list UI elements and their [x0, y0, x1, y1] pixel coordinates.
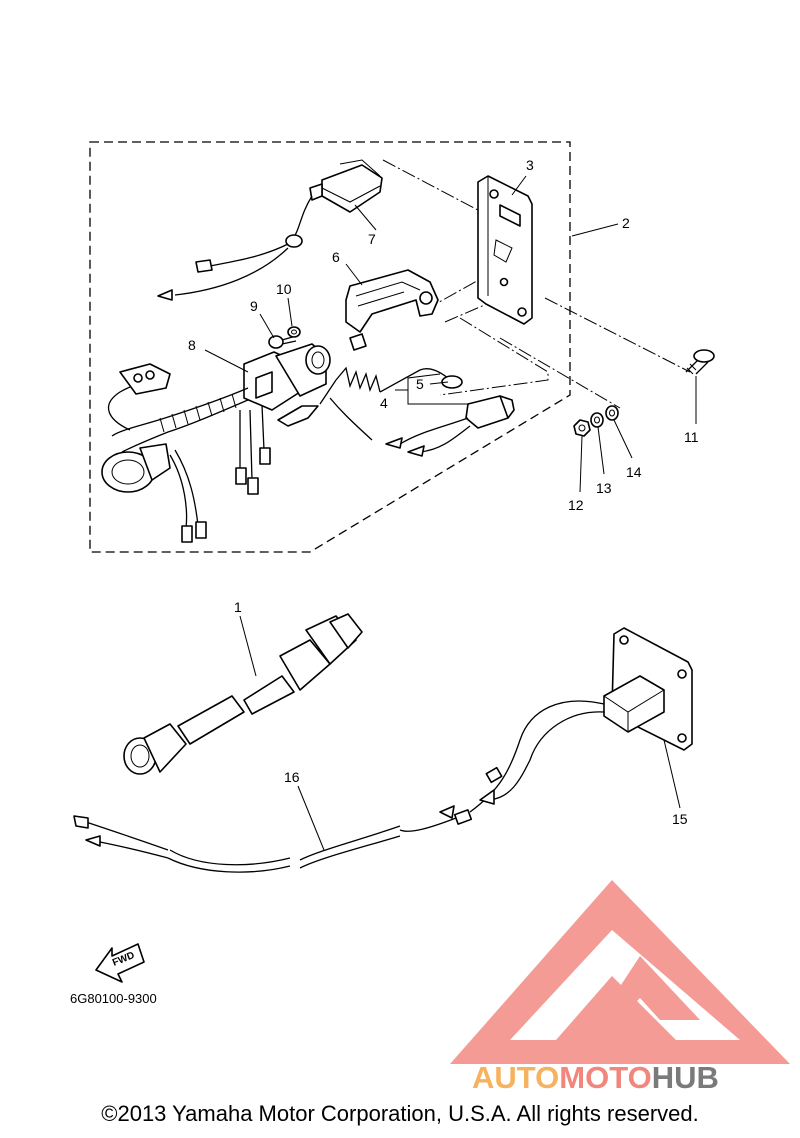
- leader-line: [239, 615, 257, 677]
- leader-line: [259, 313, 275, 339]
- plate-part-15: [603, 627, 693, 751]
- bolt-part-11: [685, 349, 715, 375]
- cable-part-1: [123, 613, 363, 775]
- watermark-inner-mark: [598, 956, 700, 1020]
- spring-part-5: [319, 366, 463, 441]
- fwd-arrow-icon: FWD: [95, 943, 145, 983]
- callout-10: 10: [276, 281, 292, 297]
- assembly-outline: [89, 141, 571, 553]
- leader-line: [579, 435, 583, 493]
- callout-2: 2: [622, 215, 630, 231]
- leader-line: [429, 381, 449, 385]
- washer-part-10: [287, 326, 301, 338]
- watermark-triangle: [450, 880, 790, 1064]
- callout-7: 7: [368, 231, 376, 247]
- washer-part-13: [590, 412, 604, 428]
- catalog-code: 6G80100-9300: [70, 991, 157, 1006]
- callout-8: 8: [188, 337, 196, 353]
- callout-14: 14: [626, 464, 642, 480]
- wire-part-16: [73, 700, 605, 873]
- watermark-moto: MOTO: [559, 1060, 651, 1095]
- callout-13: 13: [596, 480, 612, 496]
- callout-9: 9: [250, 298, 258, 314]
- leader-line: [297, 785, 325, 851]
- leader-line: [511, 175, 527, 196]
- leader-line: [439, 317, 549, 396]
- leader-line: [204, 349, 249, 373]
- leader-line: [613, 419, 633, 459]
- callout-5: 5: [416, 376, 424, 392]
- leader-line: [571, 223, 619, 237]
- watermark-wordmark: AUTOMOTOHUB: [472, 1060, 719, 1095]
- callout-11: 11: [684, 429, 699, 445]
- leader-line: [444, 293, 511, 323]
- switch-harness-part-8: [101, 343, 331, 543]
- watermark-auto: AUTO: [472, 1060, 559, 1095]
- copyright-footer: ©2013 Yamaha Motor Corporation, U.S.A. A…: [101, 1101, 699, 1126]
- callout-15: 15: [672, 811, 688, 827]
- screw-part-9: [268, 335, 297, 349]
- callout-16: 16: [284, 769, 300, 785]
- mounting-plate: [477, 175, 533, 325]
- sensor-part-4: [385, 395, 515, 457]
- callout-4: 4: [380, 395, 388, 411]
- leader-line: [499, 337, 621, 409]
- leader-line: [544, 297, 691, 373]
- leader-line: [287, 297, 293, 327]
- nut-part-12: [573, 419, 591, 437]
- callout-12: 12: [568, 497, 584, 513]
- watermark-hub: HUB: [652, 1060, 719, 1095]
- leader-line: [354, 204, 377, 231]
- leader-line: [395, 373, 468, 405]
- leader-line: [597, 426, 605, 475]
- washer-part-14: [605, 405, 619, 421]
- connector-part-7: [157, 159, 383, 301]
- callout-3: 3: [526, 157, 534, 173]
- callout-1: 1: [234, 599, 242, 615]
- leader-line: [663, 739, 681, 809]
- bracket-part-6: [345, 269, 439, 351]
- watermark-logo: [450, 880, 790, 1064]
- callout-6: 6: [332, 249, 340, 265]
- leader-line: [345, 263, 363, 286]
